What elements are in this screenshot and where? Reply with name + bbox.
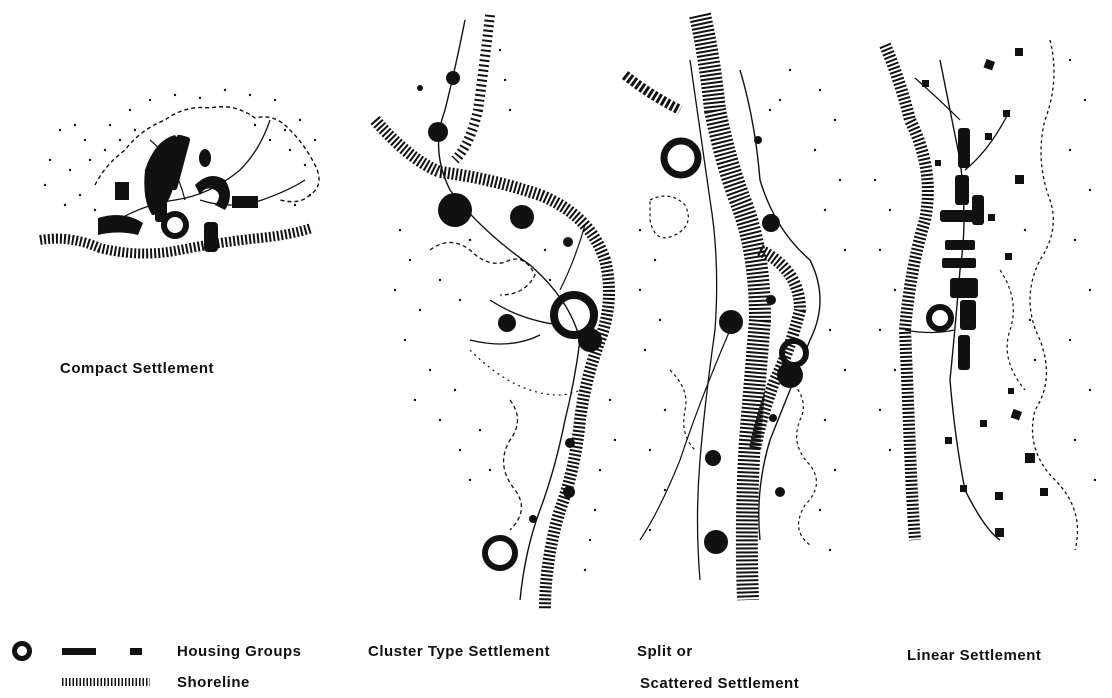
housing-group [438, 193, 472, 227]
housing-group [777, 362, 803, 388]
housing-group [958, 128, 970, 168]
housing-group [232, 196, 258, 208]
contour-line [790, 380, 816, 545]
legend-bar-icon [62, 648, 96, 655]
legend-symbols [15, 644, 151, 683]
housing-group [446, 71, 460, 85]
contour-line [1000, 270, 1025, 390]
housing-group [766, 295, 776, 305]
housing-group [529, 515, 537, 523]
housing-group [565, 438, 575, 448]
housing-group [762, 214, 780, 232]
split-settlement-drawing [625, 15, 846, 600]
housing-group [563, 237, 573, 247]
legend-square-icon [130, 648, 142, 655]
shoreline-stroke [625, 75, 680, 110]
housing-group [195, 176, 230, 210]
housing-group [769, 414, 777, 422]
housing-group [705, 450, 721, 466]
scattered-housing [922, 48, 1048, 537]
split-settlement-label-line2: Scattered Settlement [640, 675, 799, 693]
housing-group [204, 222, 218, 252]
housing-group [950, 278, 978, 298]
housing-group [942, 258, 976, 268]
stream-line [905, 330, 955, 333]
stipple-texture [394, 49, 616, 571]
contour-line [650, 196, 688, 238]
housing-group [115, 182, 129, 200]
housing-group-ring [664, 141, 698, 175]
housing-group [754, 136, 762, 144]
housing-group [704, 530, 728, 554]
stream-line [470, 335, 540, 344]
housing-group [955, 175, 969, 205]
housing-group [98, 215, 143, 235]
contour-line [504, 400, 522, 530]
contour-line [430, 243, 535, 296]
housing-group [563, 486, 575, 498]
legend-ring-icon [15, 644, 30, 659]
housing-group-ring [485, 538, 515, 568]
split-settlement-label-line1: Split or [637, 643, 693, 661]
shoreline-stroke [455, 15, 490, 160]
housing-group [719, 310, 743, 334]
housing-group [972, 195, 984, 225]
shoreline-stroke [375, 120, 609, 610]
stream-line [560, 225, 585, 290]
linear-settlement-drawing [874, 40, 1096, 550]
legend-housing-label: Housing Groups [177, 643, 302, 661]
housing-group [155, 198, 167, 222]
contour-line [1030, 40, 1078, 550]
shoreline-stroke [885, 45, 928, 540]
housing-group [498, 314, 516, 332]
housing-group [775, 487, 785, 497]
housing-group [510, 205, 534, 229]
stream-line [690, 60, 717, 580]
stream-line [640, 330, 730, 540]
stream-line [915, 78, 960, 120]
housing-group [417, 85, 423, 91]
stream-line [110, 120, 270, 225]
shoreline-stroke [40, 228, 312, 254]
contour-line [670, 370, 695, 450]
contour-line [470, 350, 580, 395]
cluster-settlement-drawing [375, 15, 616, 610]
housing-group [945, 240, 975, 250]
housing-group [958, 335, 970, 370]
linear-settlement-label: Linear Settlement [907, 647, 1041, 665]
cluster-settlement-label: Cluster Type Settlement [368, 643, 550, 661]
river-band [700, 15, 760, 600]
compact-settlement-drawing [40, 89, 319, 254]
compact-settlement-label: Compact Settlement [60, 360, 214, 378]
housing-group [578, 328, 602, 352]
housing-group [960, 300, 976, 330]
legend-shoreline-label: Shoreline [177, 674, 250, 692]
housing-group [199, 149, 211, 167]
housing-group-ring [929, 307, 951, 329]
housing-group [428, 122, 448, 142]
housing-group-ring [164, 214, 186, 236]
